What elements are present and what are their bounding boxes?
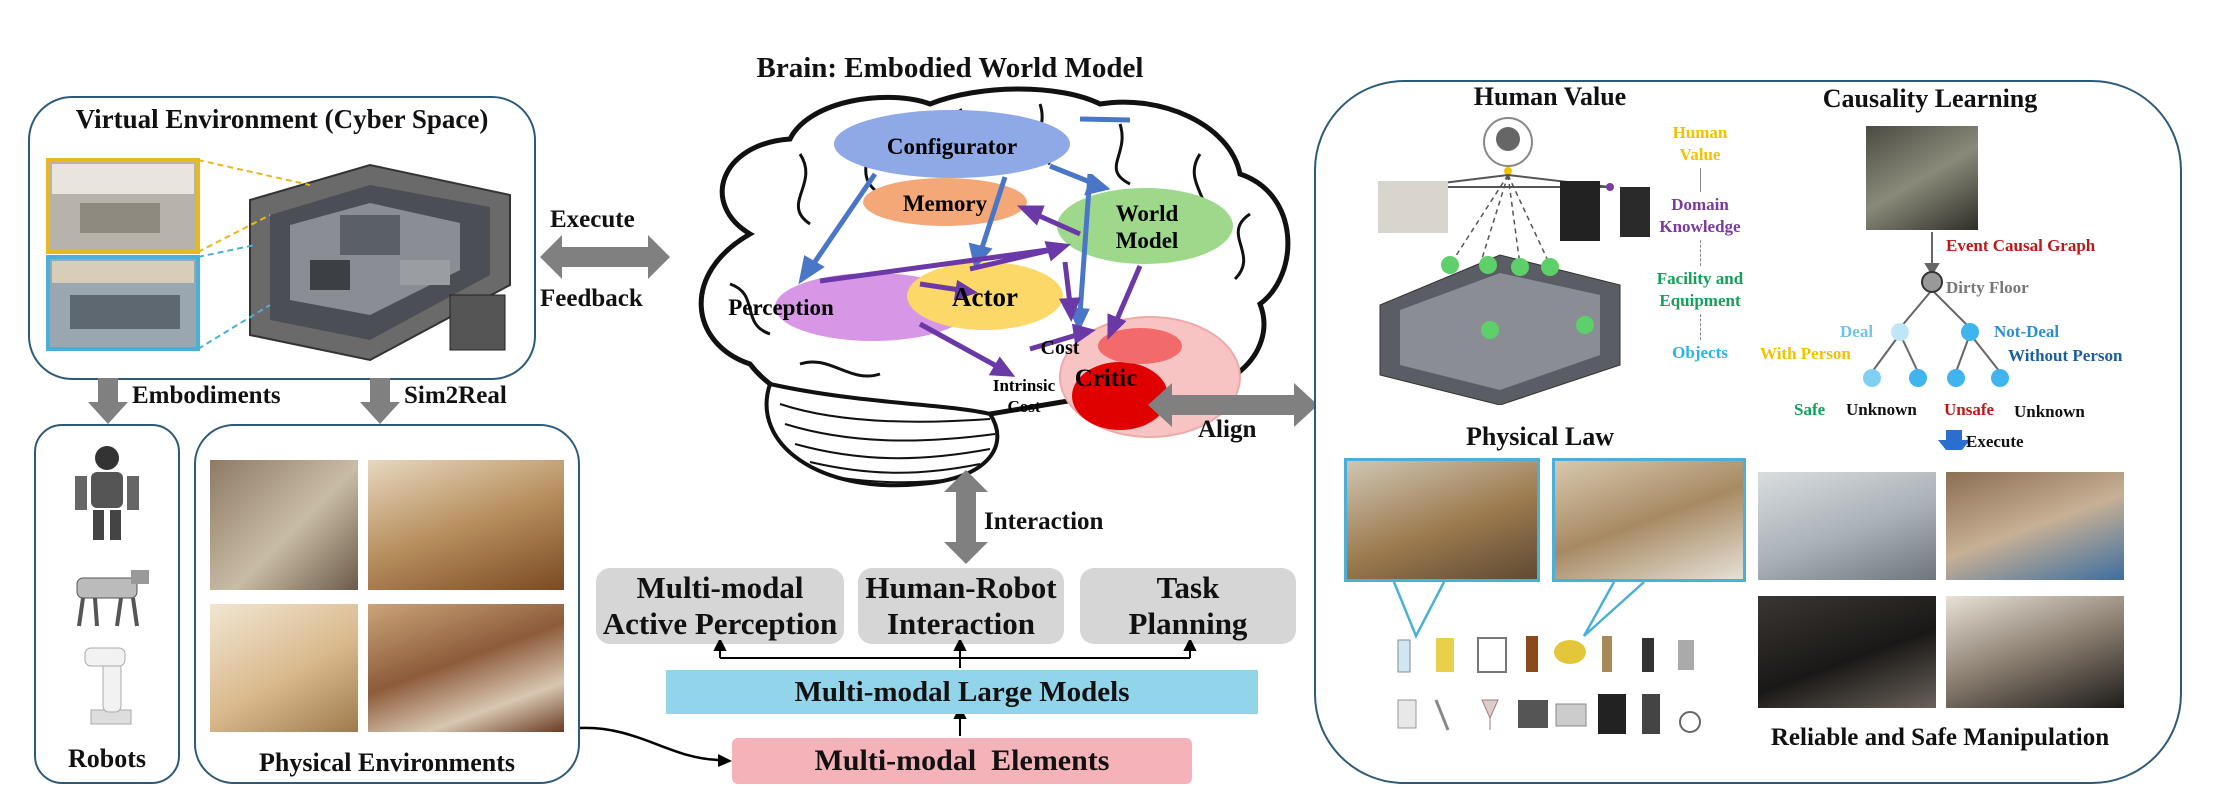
causality-photo-floor	[1866, 126, 1978, 230]
human-value-illustration	[1378, 117, 1650, 405]
env-photo-bedroom	[368, 604, 564, 732]
world-model-label-2: Model	[1116, 228, 1179, 253]
deal-label: Deal	[1840, 322, 1874, 341]
execute-causal-label: Execute	[1966, 432, 2024, 451]
critic-label: Critic	[1075, 365, 1137, 392]
active-perception-line2: Active Perception	[602, 606, 838, 641]
physical-environments-title: Physical Environments	[259, 748, 515, 777]
intrinsic-cost-label-1: Intrinsic	[993, 376, 1056, 395]
virtual-environment-title: Virtual Environment (Cyber Space)	[75, 104, 489, 134]
elements-bar: Multi-modal Elements	[732, 738, 1192, 784]
align-arrow	[1148, 383, 1318, 427]
world-model-label-1: World	[1116, 201, 1179, 226]
embodiments-arrow	[88, 378, 128, 424]
sim2real-label: Sim2Real	[404, 382, 507, 409]
execute-feedback-arrow	[540, 235, 670, 279]
hri-line2: Interaction	[886, 606, 1036, 641]
robots-title: Robots	[67, 744, 146, 773]
manipulation-title: Reliable and Safe Manipulation	[1770, 724, 2110, 751]
env-photo-store	[368, 460, 564, 590]
manipulation-photo-3	[1758, 596, 1936, 708]
embodiments-label: Embodiments	[132, 382, 281, 409]
actor-label: Actor	[952, 282, 1018, 312]
brain-title: Brain: Embodied World Model	[756, 52, 1144, 84]
manipulation-photo-1	[1758, 472, 1936, 580]
physical-law-photo-store	[1344, 458, 1540, 582]
env-photo-elderly-room	[210, 460, 358, 590]
task-planning-box: Task Planning	[1080, 568, 1296, 644]
virtual-environment-illustration	[46, 158, 511, 362]
large-models-bar: Multi-modal Large Models	[666, 670, 1258, 714]
legend-domain-knowledge: Domain Knowledge	[1659, 195, 1741, 236]
env-photo-restaurant	[210, 604, 358, 732]
execute-label: Execute	[550, 206, 635, 233]
sim2real-arrow	[360, 378, 400, 424]
physical-law-photo-room	[1552, 458, 1746, 582]
hri-line1: Human-Robot	[865, 570, 1057, 605]
physical-objects-grid	[1397, 636, 1701, 734]
dirty-floor-label: Dirty Floor	[1946, 278, 2029, 297]
active-perception-box: Multi-modal Active Perception	[596, 568, 844, 644]
manipulation-photo-4	[1946, 596, 2124, 708]
perception-label: Perception	[728, 295, 834, 320]
physical-law-title: Physical Law	[1465, 422, 1615, 451]
memory-label: Memory	[903, 191, 988, 216]
task-planning-line1: Task	[1156, 570, 1220, 605]
event-causal-graph-label: Event Causal Graph	[1946, 236, 2096, 255]
human-value-legend: Human Value Domain Knowledge Facility an…	[1640, 122, 1760, 364]
robots-illustration	[75, 446, 149, 725]
active-perception-line1: Multi-modal	[636, 570, 804, 605]
align-label: Align	[1198, 416, 1257, 443]
bottom-connectors	[713, 640, 1197, 736]
human-robot-interaction-box: Human-Robot Interaction	[858, 568, 1064, 644]
legend-objects: Objects	[1672, 343, 1728, 362]
task-planning-line2: Planning	[1128, 606, 1248, 641]
safe-label: Safe	[1794, 400, 1826, 419]
with-person-label: With Person	[1760, 344, 1851, 363]
physical-law-callouts	[1392, 581, 1645, 639]
interaction-label: Interaction	[984, 508, 1104, 535]
configurator-label: Configurator	[887, 134, 1017, 159]
not-deal-label: Not-Deal	[1994, 322, 2060, 341]
interaction-arrow	[944, 470, 988, 564]
feedback-label: Feedback	[540, 285, 643, 312]
unknown-label-2: Unknown	[2014, 402, 2085, 421]
causality-learning-title: Causality Learning	[1822, 84, 2038, 113]
cost-label: Cost	[1041, 337, 1080, 359]
unsafe-label: Unsafe	[1944, 400, 1995, 419]
environments-to-elements-connector	[579, 726, 732, 767]
causal-graph	[1863, 232, 2009, 450]
intrinsic-cost-label-2: Cost	[1007, 397, 1040, 416]
legend-facility-equipment: Facility and Equipment	[1656, 269, 1744, 310]
human-value-title: Human Value	[1473, 82, 1627, 111]
without-person-label: Without Person	[2008, 346, 2123, 365]
legend-human-value: Human Value	[1672, 123, 1728, 164]
unknown-label-1: Unknown	[1846, 400, 1917, 419]
manipulation-photo-2	[1946, 472, 2124, 580]
